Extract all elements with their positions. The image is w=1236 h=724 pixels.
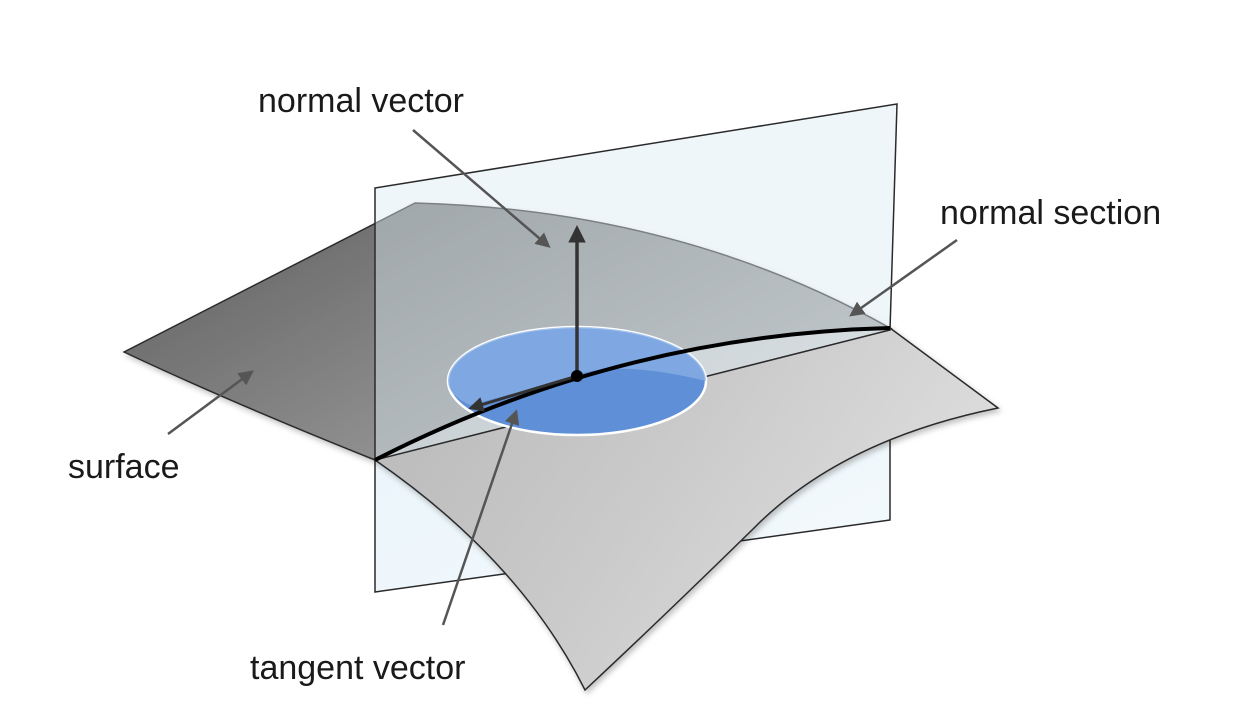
label-surface: surface — [68, 448, 180, 486]
surface-leader — [167, 370, 254, 436]
label-normal-section: normal section — [940, 194, 1161, 232]
tangent-vector-arrow — [468, 374, 578, 412]
label-tangent-vector: tangent vector — [250, 649, 465, 687]
surface-point — [571, 370, 583, 382]
label-normal-vector: normal vector — [258, 82, 464, 120]
tangent-vector-leader — [441, 409, 520, 626]
normal-vector-leader — [412, 129, 551, 248]
normal-section-leader — [849, 238, 958, 317]
normal-section-curve — [374, 326, 891, 462]
